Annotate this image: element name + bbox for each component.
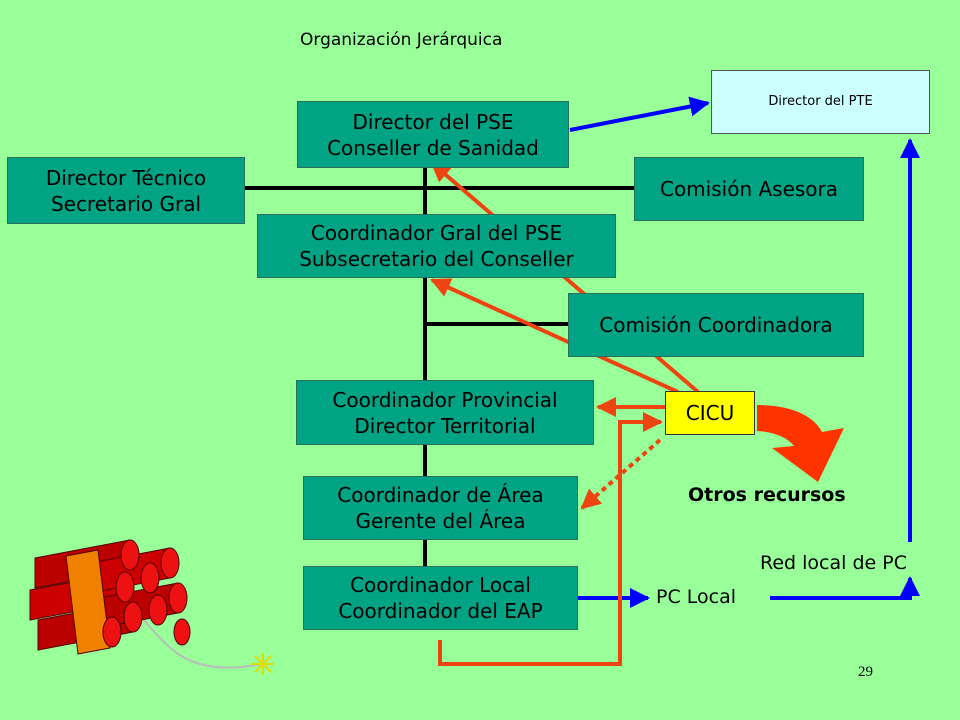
otros-recursos-label: Otros recursos [688,484,846,506]
coordinador-local-line2: Coordinador del EAP [338,599,543,623]
director-tecnico-line1: Director Técnico [45,165,207,190]
page-number: 29 [858,664,873,680]
coordinador-gral-line2: Subsecretario del Conseller [299,247,574,271]
cicu-box[interactable]: CICU [665,391,755,435]
director-tecnico-box[interactable]: Director Técnico Secretario Gral [7,157,245,224]
coordinador-gral-box[interactable]: Coordinador Gral del PSE Subsecretario d… [257,214,616,278]
comision-asesora-box[interactable]: Comisión Asesora [634,157,864,221]
coordinador-local-box[interactable]: Coordinador Local Coordinador del EAP [303,566,578,630]
pc-local-label: PC Local [656,586,737,608]
coordinador-provincial-box[interactable]: Coordinador Provincial Director Territor… [296,380,594,445]
director-pte-box[interactable]: Director del PTE [711,70,930,134]
coordinador-local-line1: Coordinador Local [350,573,531,597]
director-tecnico-line2: Secretario Gral [50,191,202,216]
director-pte-label: Director del PTE [768,93,873,109]
director-pse-box[interactable]: Director del PSE Conseller de Sanidad [297,101,569,168]
director-pse-line2: Conseller de Sanidad [327,135,539,160]
coordinador-area-box[interactable]: Coordinador de Área Gerente del Área [303,476,578,540]
coordinador-provincial-line1: Coordinador Provincial [332,387,558,412]
director-pse-line1: Director del PSE [352,109,514,134]
comision-coordinadora-label: Comisión Coordinadora [599,313,833,337]
curved-arrow-icon [757,405,844,482]
blue-arrows [569,96,920,608]
chart-title: Organización Jerárquica [300,30,503,50]
coordinador-gral-line1: Coordinador Gral del PSE [310,221,563,245]
comision-asesora-label: Comisión Asesora [659,177,839,201]
red-local-label: Red local de PC [760,552,907,574]
coordinador-area-line1: Coordinador de Área [337,483,544,507]
comision-coordinadora-box[interactable]: Comisión Coordinadora [568,293,864,357]
dynamite-icon [29,539,274,675]
coordinador-area-line2: Gerente del Área [355,509,526,533]
cicu-label: CICU [685,401,735,425]
coordinador-provincial-line2: Director Territorial [354,413,536,438]
